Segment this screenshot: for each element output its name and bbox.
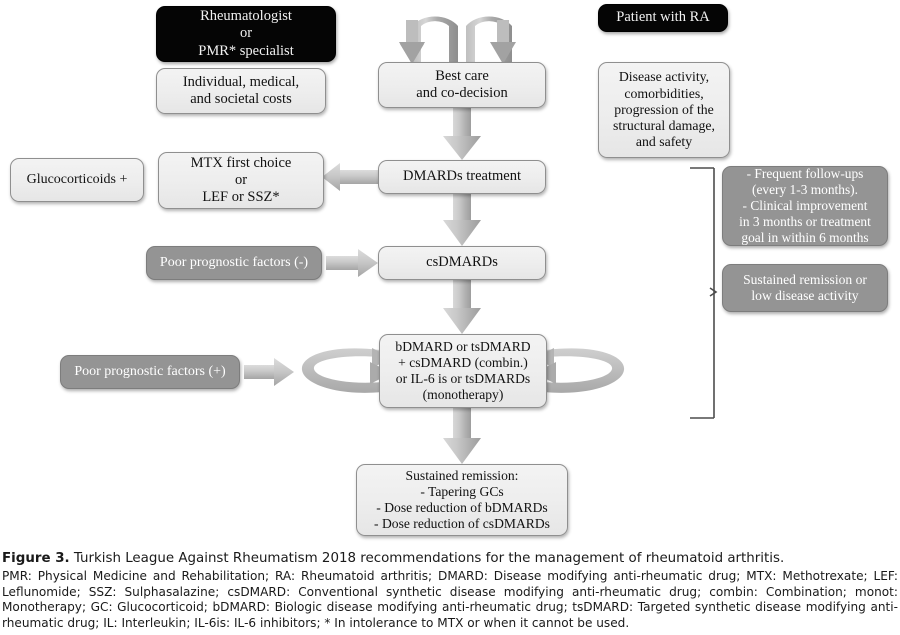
node-disease-activity: Disease activity,comorbidities,progressi… bbox=[598, 62, 730, 158]
node-bdmard-tsdmard-label: bDMARD or tsDMARD+ csDMARD (combin.)or I… bbox=[395, 338, 531, 403]
node-sustained-remission: Sustained remission:- Tapering GCs- Dose… bbox=[356, 464, 568, 536]
figure-abbreviations: PMR: Physical Medicine and Rehabilitatio… bbox=[2, 569, 898, 631]
curved-arrow-left-to-best-care bbox=[399, 16, 458, 64]
arrow-best-care-to-dmards bbox=[443, 108, 481, 160]
arrow-dmards-to-mtx bbox=[322, 163, 378, 191]
node-poor-prognostic-factors-positive-label: Poor prognostic factors (+) bbox=[74, 363, 226, 379]
node-costs-label: Individual, medical,and societal costs bbox=[182, 73, 300, 107]
node-bdmard-tsdmard: bDMARD or tsDMARD+ csDMARD (combin.)or I… bbox=[379, 334, 547, 408]
figure-caption-main: Figure 3. Turkish League Against Rheumat… bbox=[0, 548, 900, 567]
figure-caption: Figure 3. Turkish League Against Rheumat… bbox=[0, 548, 900, 632]
node-dmards-treatment: DMARDs treatment bbox=[378, 160, 546, 194]
node-patient-with-ra-label: Patient with RA bbox=[616, 9, 710, 26]
loop-arrow-right-bdmard bbox=[534, 348, 625, 393]
arrow-ppf-neg-to-csdmards bbox=[326, 249, 378, 277]
node-disease-activity-label: Disease activity,comorbidities,progressi… bbox=[613, 69, 715, 150]
figure-label: Figure 3. bbox=[2, 551, 70, 566]
node-glucocorticoids-label: Glucocorticoids + bbox=[26, 171, 128, 187]
arrow-ppf-pos-to-bdmard bbox=[244, 358, 294, 386]
node-glucocorticoids: Glucocorticoids + bbox=[10, 158, 144, 202]
node-poor-prognostic-factors-negative-label: Poor prognostic factors (-) bbox=[159, 254, 309, 270]
arrow-bdmard-to-sustained bbox=[443, 408, 481, 464]
node-sustained-remission-label: Sustained remission:- Tapering GCs- Dose… bbox=[374, 467, 550, 532]
node-follow-up: - Frequent follow-ups(every 1-3 months).… bbox=[722, 166, 888, 246]
node-dmards-treatment-label: DMARDs treatment bbox=[403, 168, 521, 185]
node-follow-up-label: - Frequent follow-ups(every 1-3 months).… bbox=[739, 166, 871, 245]
node-costs: Individual, medical,and societal costs bbox=[156, 68, 326, 114]
node-patient-with-ra: Patient with RA bbox=[598, 4, 728, 32]
node-poor-prognostic-factors-negative: Poor prognostic factors (-) bbox=[146, 246, 322, 280]
node-csdmards-label: csDMARDs bbox=[426, 254, 498, 271]
node-poor-prognostic-factors-positive: Poor prognostic factors (+) bbox=[60, 355, 240, 389]
arrow-csdmards-to-bdmard bbox=[443, 280, 481, 334]
bracket-right-monitoring bbox=[690, 167, 718, 419]
arrow-dmards-to-csdmards bbox=[443, 194, 481, 246]
node-csdmards: csDMARDs bbox=[378, 246, 546, 280]
curved-arrow-right-to-best-care bbox=[466, 16, 516, 64]
figure-title: Turkish League Against Rheumatism 2018 r… bbox=[73, 551, 785, 566]
